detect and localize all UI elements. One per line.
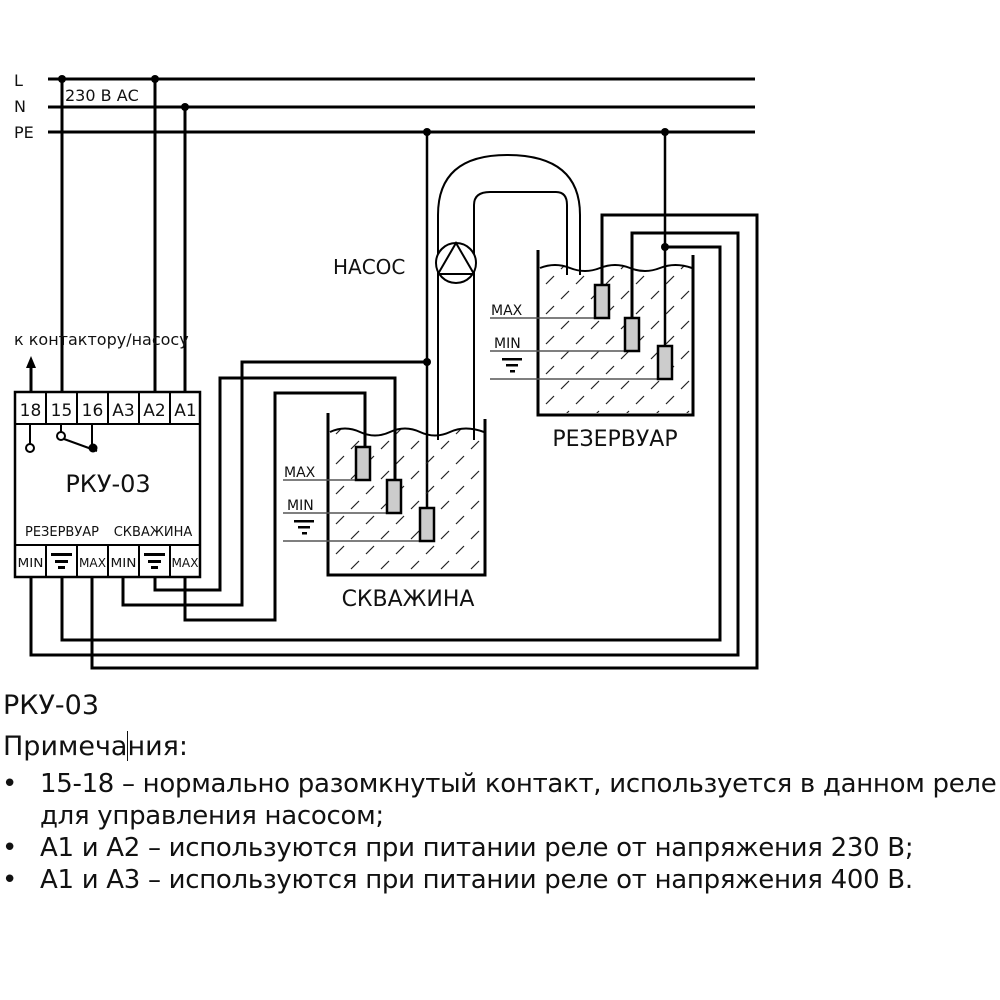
reservoir-max-sensor bbox=[593, 283, 611, 320]
reservoir-max-label: MAX bbox=[491, 303, 523, 319]
line-label-l: L bbox=[14, 71, 23, 90]
terminal-well-max: MAX bbox=[172, 556, 199, 570]
reservoir-sensor-wires bbox=[29, 213, 759, 670]
voltage-label: 230 В АС bbox=[65, 86, 139, 105]
reservoir-tank: MAX MIN РЕЗЕРВУАР bbox=[490, 250, 695, 452]
output-arrow: к контактору/насосу bbox=[14, 330, 189, 392]
output-label: к контактору/насосу bbox=[14, 330, 189, 349]
terminal-reservoir-max: MAX bbox=[79, 556, 106, 570]
text-cursor bbox=[127, 731, 129, 761]
terminal-16: 16 bbox=[82, 401, 104, 421]
bottom-terminals: MIN MAX MIN MAX bbox=[18, 545, 199, 577]
supply-bus: L N PE 230 В АС bbox=[14, 71, 755, 512]
top-terminals: 18 15 16 А3 А2 А1 bbox=[20, 392, 197, 424]
junction-dot bbox=[151, 75, 159, 83]
reservoir-min-sensor bbox=[623, 316, 641, 353]
junction-dot bbox=[661, 128, 669, 136]
well-min-label: MIN bbox=[287, 498, 314, 514]
bullet-icon: • bbox=[2, 865, 18, 895]
well-tank: MAX MIN СКВАЖИНА bbox=[283, 378, 487, 612]
reservoir-label: РЕЗЕРВУАР bbox=[552, 427, 677, 452]
note-text: А1 и А2 – используются при питании реле … bbox=[40, 833, 914, 863]
notes-section: РКУ-03 Примечания: • 15-18 – нормально ра… bbox=[0, 686, 1000, 896]
junction-dot bbox=[181, 103, 189, 111]
bullet-icon: • bbox=[2, 769, 18, 799]
ground-level-icon bbox=[144, 553, 165, 569]
relay-rku-03: 18 15 16 А3 А2 А1 РКУ-03 РЕЗЕРВУАР СКВАЖ… bbox=[13, 390, 202, 579]
ground-level-icon bbox=[51, 553, 72, 569]
pump-pipe bbox=[437, 153, 581, 440]
pump-icon bbox=[435, 241, 477, 284]
well-common-sensor bbox=[418, 506, 436, 543]
line-label-pe: PE bbox=[14, 123, 34, 142]
notes-title: РКУ-03 bbox=[3, 690, 100, 721]
terminal-well-min: MIN bbox=[111, 556, 137, 570]
reservoir-common-sensor bbox=[656, 344, 674, 381]
junction-dot bbox=[58, 75, 66, 83]
terminal-reservoir-min: MIN bbox=[18, 556, 44, 570]
group-label-reservoir: РЕЗЕРВУАР bbox=[25, 525, 99, 540]
terminal-18: 18 bbox=[20, 401, 42, 421]
well-min-sensor bbox=[385, 478, 403, 515]
contact-switch-icon bbox=[25, 424, 98, 453]
note-item: • А1 и А2 – используются при питании реле… bbox=[0, 832, 1000, 864]
notes-list: • 15-18 – нормально разомкнутый контакт, … bbox=[0, 768, 1000, 896]
terminal-15: 15 bbox=[51, 401, 73, 421]
group-label-well: СКВАЖИНА bbox=[114, 525, 193, 540]
terminal-a2: А2 bbox=[143, 401, 165, 421]
notes-subtitle-part1: Примеча bbox=[3, 731, 128, 762]
note-item: • 15-18 – нормально разомкнутый контакт, … bbox=[0, 768, 1000, 832]
note-text: 15-18 – нормально разомкнутый контакт, и… bbox=[40, 769, 997, 831]
ground-level-icon bbox=[294, 520, 314, 535]
line-label-n: N bbox=[14, 97, 26, 116]
well-label: СКВАЖИНА bbox=[342, 587, 475, 612]
well-max-sensor bbox=[354, 445, 372, 482]
ground-level-icon bbox=[502, 358, 522, 373]
relay-name: РКУ-03 bbox=[65, 470, 150, 498]
arrow-up-icon bbox=[26, 356, 36, 368]
note-text: А1 и А3 – используются при питании реле … bbox=[40, 865, 913, 895]
terminal-a3: А3 bbox=[112, 401, 134, 421]
reservoir-min-label: MIN bbox=[494, 336, 521, 352]
notes-subtitle[interactable]: Примечания: bbox=[3, 726, 1000, 768]
notes-subtitle-part2: ния: bbox=[127, 731, 189, 762]
wiring-diagram: L N PE 230 В АС к контактору/насосу bbox=[13, 71, 759, 670]
pump-label: НАСОС bbox=[333, 255, 405, 279]
terminal-a1: А1 bbox=[174, 401, 196, 421]
well-max-label: MAX bbox=[284, 465, 316, 481]
bullet-icon: • bbox=[2, 833, 18, 863]
note-item: • А1 и А3 – используются при питании реле… bbox=[0, 864, 1000, 896]
junction-dot bbox=[423, 128, 431, 136]
